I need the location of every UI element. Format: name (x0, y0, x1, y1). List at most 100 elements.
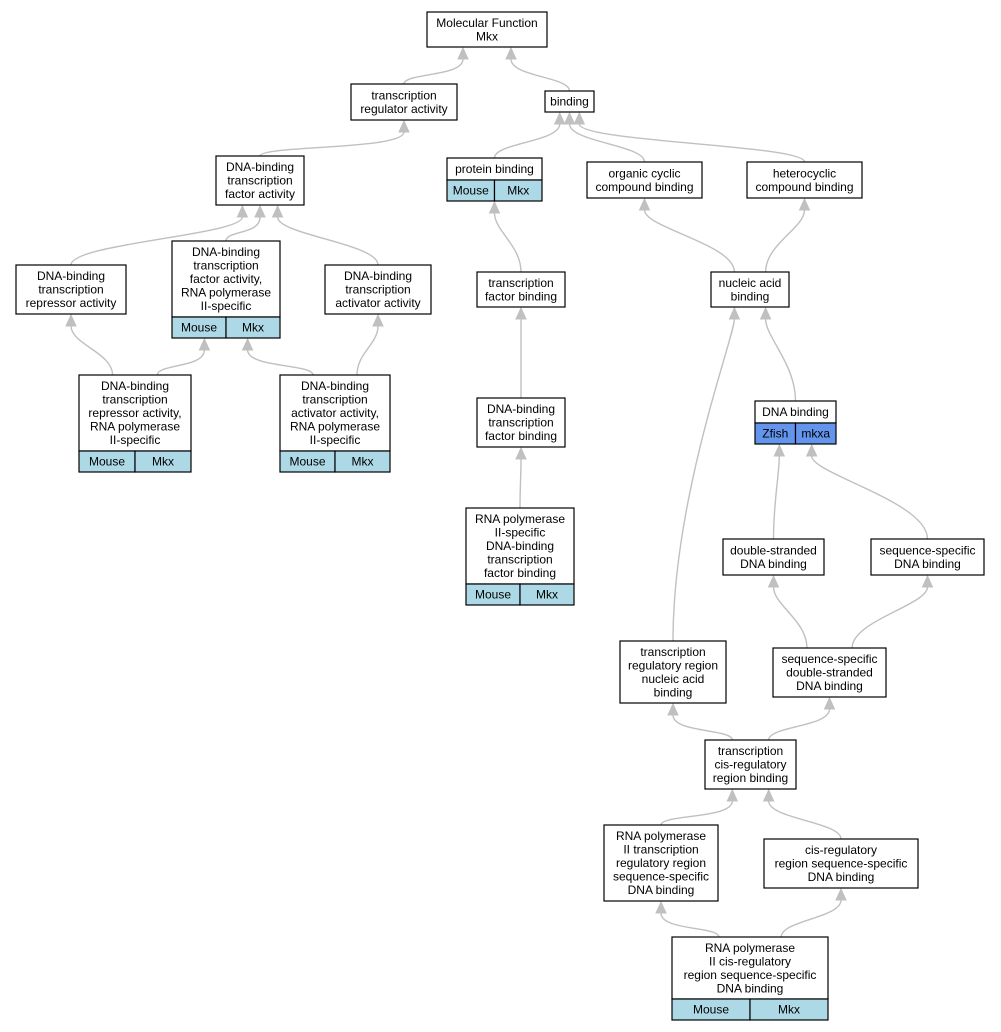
edge-dbtra2-to-dbtra (70, 325, 114, 376)
node-label-line: factor activity, (190, 272, 262, 286)
arrowhead (398, 119, 410, 133)
node-label-line: DNA-binding (192, 245, 260, 259)
edge-bind-to-mf (510, 58, 571, 92)
node-label-line: II-specific (495, 526, 546, 540)
node-box (78, 374, 192, 452)
node-label-line: binding (550, 95, 589, 109)
node-bind[interactable]: binding (544, 90, 595, 113)
node-label-line: nucleic acid (719, 276, 782, 290)
node-box (476, 271, 566, 308)
edge-rnap2crr-to-rnap2trr (660, 912, 720, 938)
edge-ocb-to-bind (568, 123, 646, 163)
edge-tra-to-mf (403, 58, 464, 85)
node-label-line: RNA polymerase (181, 286, 271, 300)
annotation-label: Zfish (762, 427, 788, 441)
node-label-line: regulator activity (360, 102, 447, 116)
node-label-line: II transcription (623, 843, 698, 857)
node-box (171, 240, 281, 318)
edge-pbind-to-bind (493, 123, 561, 159)
node-label-line: transcription (718, 744, 783, 758)
edge-tcrrb-to-ssdsdna (768, 708, 831, 741)
node-label-line: II-specific (110, 433, 161, 447)
arrowhead (667, 702, 679, 716)
node-label-line: DNA binding (808, 870, 875, 884)
node-label-line: transcription (640, 645, 705, 659)
node-label-line: double-stranded (786, 666, 873, 680)
node-label-line: transcription (488, 416, 553, 430)
node-label-line: transcription (302, 393, 367, 407)
edge-ssdna-to-dnab (811, 455, 929, 540)
arrowhead (505, 46, 517, 60)
node-box (710, 271, 790, 308)
edge-rnap2trr-to-tcrrb (660, 800, 733, 826)
node-label-line: transcription (371, 88, 436, 102)
node-label-line: nucleic acid (642, 672, 705, 686)
arrowhead (823, 696, 836, 710)
annotation-label: Mkx (507, 184, 529, 198)
node-label-line: DNA-binding (487, 402, 555, 416)
node-box (279, 374, 391, 452)
node-label-line: regulatory region (628, 658, 718, 672)
edge-dbtra-to-dbtfa (70, 216, 244, 266)
arrowhead (271, 204, 284, 218)
node-label-line: compound binding (595, 180, 693, 194)
arrowhead (515, 306, 527, 320)
node-label-line: region sequence-specific (684, 968, 817, 982)
annotation-label: Mkx (352, 455, 374, 469)
node-box (619, 640, 727, 704)
node-label-line: factor activity (225, 187, 295, 201)
node-label-line: compound binding (755, 180, 853, 194)
node-box (671, 936, 829, 1000)
node-box (465, 507, 575, 585)
node-label-line: transcription (227, 174, 292, 188)
annotation-label: mkxa (801, 427, 830, 441)
node-rnap2[interactable]: RNA polymeraseII-specificDNA-bindingtran… (465, 507, 575, 606)
node-box (324, 264, 432, 315)
arrowhead (515, 446, 527, 460)
edge-nab-to-ocb (643, 209, 736, 273)
arrowhead (921, 574, 934, 588)
node-label-line: Molecular Function (436, 16, 537, 30)
node-label-line: RNA polymerase (290, 420, 380, 434)
arrowhead (488, 200, 501, 214)
arrowhead (805, 443, 818, 457)
node-box (772, 647, 887, 698)
node-box (426, 11, 548, 48)
node-label-line: region sequence-specific (775, 857, 908, 871)
annotation-cell (519, 583, 575, 606)
node-label-line: sequence-specific (781, 652, 877, 666)
nodes-layer: Molecular FunctionMkxtranscriptionregula… (15, 11, 985, 1021)
node-box (215, 155, 305, 206)
edges-layer (65, 46, 934, 938)
edge-crrss-to-tcrrb (768, 800, 842, 840)
arrowhead (759, 306, 772, 320)
node-box (722, 538, 825, 576)
arrowhead (655, 900, 667, 914)
annotation-label: Mouse (693, 1003, 729, 1017)
edge-trrnab-to-nab (672, 318, 736, 642)
annotation-cell (493, 179, 543, 202)
